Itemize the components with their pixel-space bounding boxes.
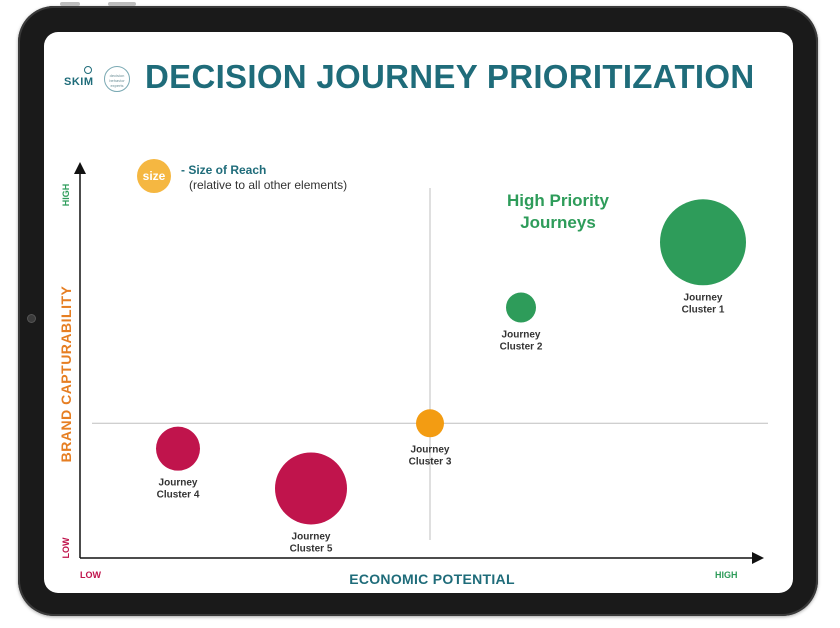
bubble-cluster-5: [275, 452, 347, 525]
logo-badge: decision behavior experts: [104, 66, 130, 92]
annotation-line-1: High Priority: [506, 191, 610, 210]
annotation-line-2: Journeys: [520, 213, 596, 232]
x-axis-label: ECONOMIC POTENTIAL: [349, 571, 515, 587]
bubble-cluster-4: [156, 426, 200, 471]
tablet-button: [108, 2, 136, 6]
slide-screen: [44, 32, 793, 593]
bubble-cluster-1: [660, 199, 746, 286]
logo-word: SKIM: [64, 76, 94, 88]
high-priority-annotation: High Priority Journeys: [507, 190, 609, 234]
camera-icon: [28, 315, 35, 322]
legend-title: - Size of Reach: [181, 163, 267, 177]
logo-dot-icon: [84, 66, 92, 74]
legend-subtitle: (relative to all other elements): [189, 178, 348, 192]
legend-size-circle: size: [137, 159, 171, 193]
x-high-label: HIGH: [715, 570, 738, 580]
bubble-cluster-2: [506, 292, 536, 323]
bubble-cluster-3: [416, 409, 444, 438]
page-title: DECISION JOURNEY PRIORITIZATION: [145, 58, 755, 95]
x-low-label: LOW: [80, 570, 101, 580]
tablet-button: [60, 2, 80, 6]
skim-logo: SKIM decision behavior experts: [64, 66, 136, 92]
